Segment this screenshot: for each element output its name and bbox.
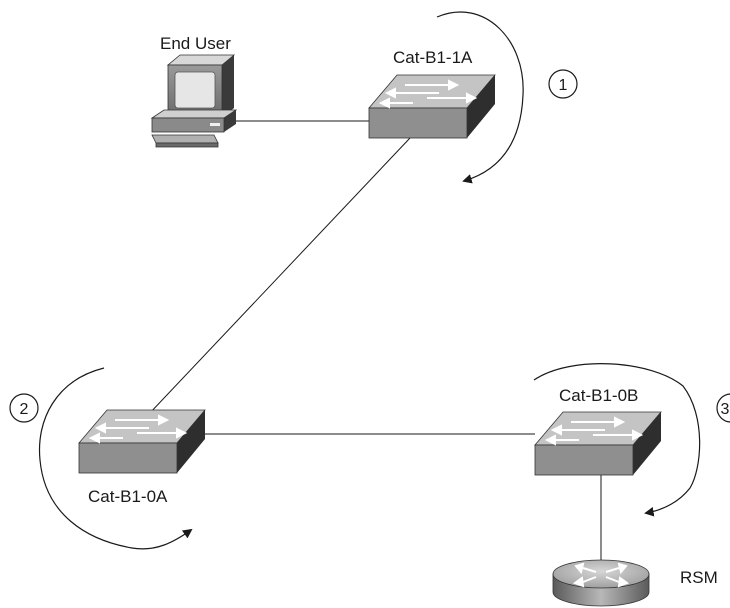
step-number: 3 [721, 401, 730, 418]
switch-cat-b1-0a: Cat-B1-0A [78, 409, 206, 506]
rsm-router: RSM [552, 559, 718, 607]
end-user-workstation: End User [150, 34, 238, 148]
step-number-badge [9, 393, 39, 423]
step-number: 1 [559, 77, 568, 94]
router-icon [552, 559, 650, 607]
step-number: 2 [20, 401, 29, 418]
step-number-badge [548, 69, 578, 99]
switch-icon [534, 411, 662, 476]
cat-b1-0a-label: Cat-B1-0A [88, 487, 168, 506]
end-user-label: End User [160, 34, 231, 53]
rotation-arrow-icon [533, 363, 701, 517]
switch-icon [368, 74, 496, 139]
link-cat-b1-1a-cat-b1-0a [147, 137, 411, 416]
cat-b1-1a-label: Cat-B1-1A [393, 48, 473, 67]
cat-b1-0b-label: Cat-B1-0B [559, 386, 638, 405]
switch-cat-b1-0b: Cat-B1-0B [534, 386, 662, 476]
rotation-arrow-icon [436, 11, 524, 184]
rsm-label: RSM [680, 568, 718, 587]
step-2: 2 [9, 367, 193, 550]
switch-icon [78, 409, 206, 474]
rotation-arrow-icon [38, 367, 193, 550]
connections [147, 120, 602, 560]
switch-cat-b1-1a: Cat-B1-1A [368, 48, 496, 139]
step-1: 1 [436, 11, 578, 184]
workstation-icon [150, 54, 238, 148]
step-3: 3 [533, 363, 730, 517]
step-number-badge [716, 393, 730, 423]
